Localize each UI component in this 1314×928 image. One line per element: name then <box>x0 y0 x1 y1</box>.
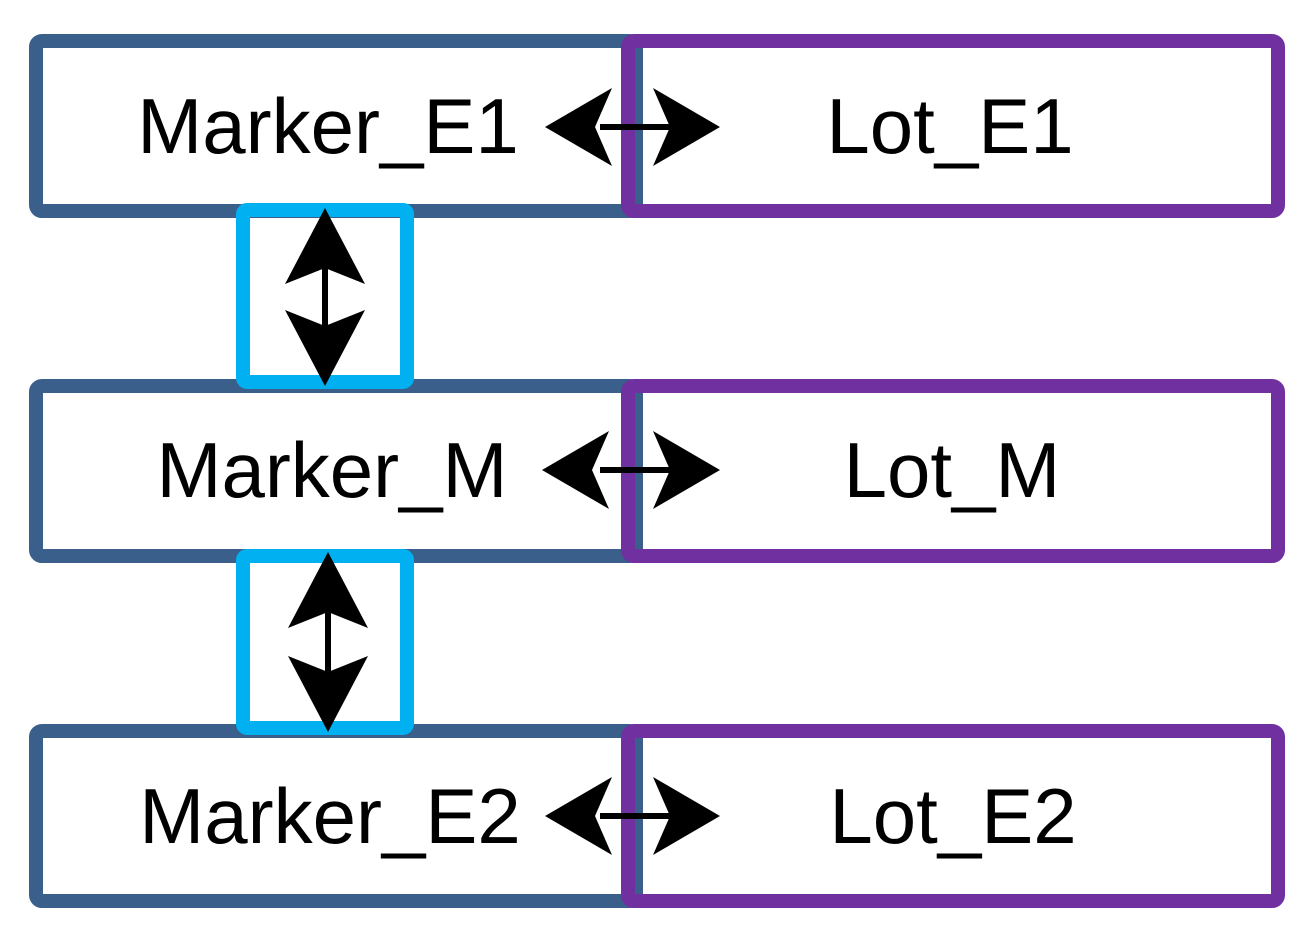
link-box-m-e2 <box>236 549 414 735</box>
lot-label-m: Lot_M <box>844 426 1061 514</box>
marker-label-e1: Marker_E1 <box>137 82 518 170</box>
lot-label-e1: Lot_E1 <box>826 82 1073 170</box>
marker-label-m: Marker_M <box>156 426 507 514</box>
lot-label-e2: Lot_E2 <box>829 772 1076 860</box>
double-arrow-icon-row-m <box>542 431 720 509</box>
double-arrow-icon-vertical-1 <box>285 208 365 386</box>
double-arrow-icon-vertical-2 <box>288 552 368 732</box>
double-arrow-icon-row-e1 <box>545 88 720 166</box>
marker-label-e2: Marker_E2 <box>139 772 520 860</box>
double-arrow-icon-row-e2 <box>545 777 720 855</box>
